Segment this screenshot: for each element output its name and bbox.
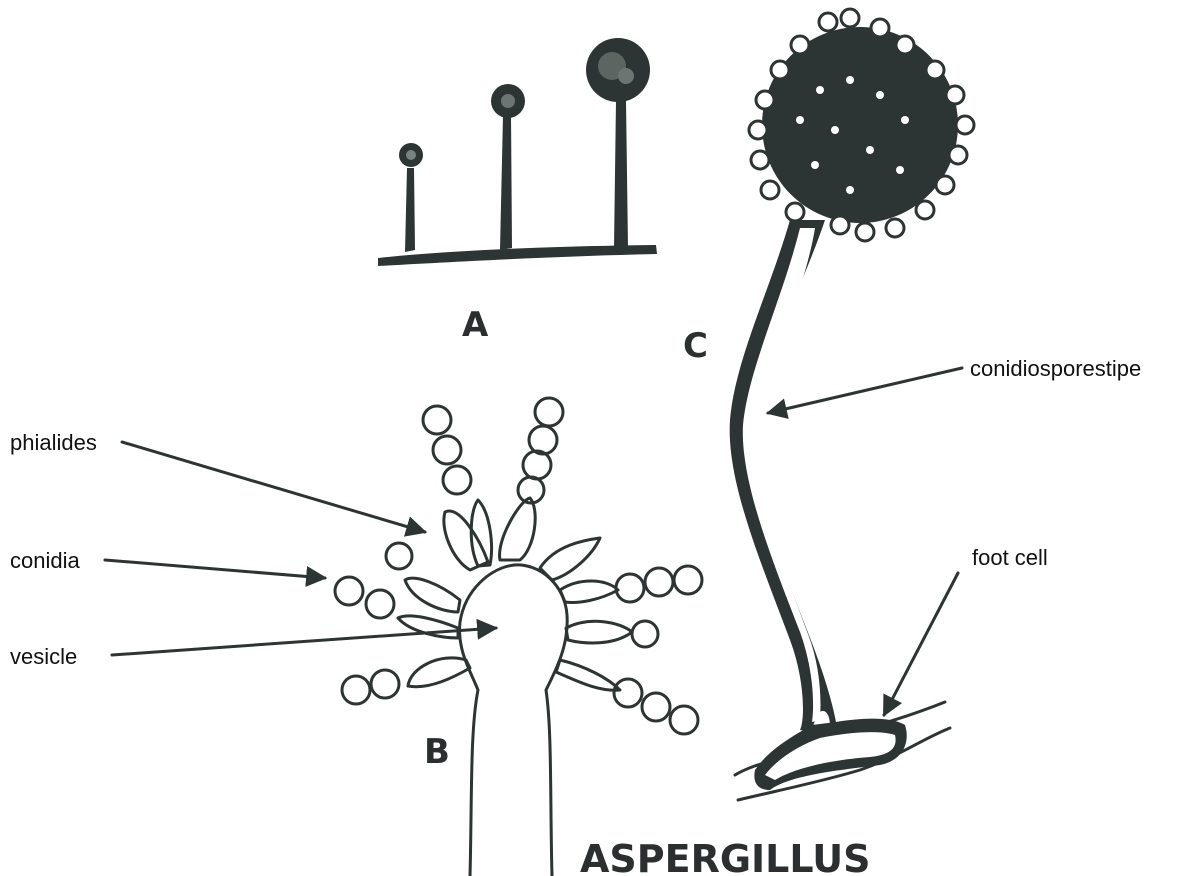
- label-foot-cell: foot cell: [972, 545, 1048, 570]
- conidial-head: [749, 9, 974, 241]
- label-conidia: conidia: [10, 548, 80, 573]
- panel-a-drawing: [378, 38, 657, 266]
- diagram-title: ASPERGILLUS: [580, 837, 870, 876]
- panel-b-letter: B: [424, 732, 450, 772]
- phialides: [398, 498, 632, 690]
- arrow-phialides: [122, 442, 425, 532]
- panel-b-drawing: [335, 398, 702, 876]
- panel-a-stalk-1: [405, 168, 415, 252]
- panel-a-stalk-2: [500, 115, 512, 250]
- panel-a-stalk-3: [614, 100, 628, 248]
- vesicle-and-stipe: [460, 565, 568, 876]
- panel-a-letter: A: [462, 305, 489, 345]
- panel-a-hypha: [378, 245, 657, 266]
- label-conidiosporestipe: conidiosporestipe: [970, 356, 1141, 381]
- label-phialides: phialides: [10, 430, 97, 455]
- arrow-foot-cell: [884, 573, 958, 715]
- panel-c-letter: C: [683, 326, 708, 366]
- panel-c-drawing: [730, 9, 974, 800]
- arrow-conidia: [105, 560, 325, 578]
- label-vesicle: vesicle: [10, 644, 77, 669]
- arrow-stipe: [768, 368, 962, 413]
- arrow-vesicle: [112, 628, 496, 655]
